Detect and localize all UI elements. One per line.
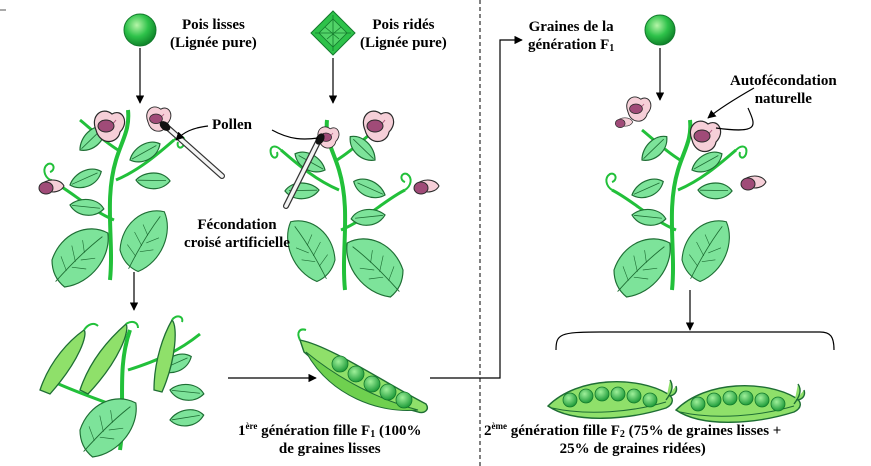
arrow-f1-to-seeds <box>430 35 523 379</box>
f1-plant <box>606 96 767 297</box>
cross-fertilization-label: Fécondation croisé artificielle <box>184 217 290 251</box>
self-fertilization-label: Autofécondation naturelle <box>730 73 837 107</box>
smooth-parent-plant <box>38 106 184 287</box>
f1-open-pod <box>297 328 428 414</box>
f1-seed-icon <box>644 14 676 46</box>
wrinkled-pea-label: Pois ridés (Lignée pure) <box>360 17 447 51</box>
f2-pod-2 <box>675 383 806 423</box>
f2-brace <box>555 331 835 351</box>
f1-generation-label: 1ère génération fille F1 (100% de graine… <box>238 421 422 458</box>
pollen-label: Pollen <box>212 117 252 133</box>
wrinkled-parent-plant <box>271 110 440 297</box>
smooth-pea-label: Pois lisses (Lignée pure) <box>170 17 257 51</box>
f2-pod-1 <box>547 379 678 419</box>
f1-seeds-label: Graines de la génération F1 <box>528 19 615 54</box>
f2-generation-label: 2ème génération fille F2 (75% de graines… <box>484 421 782 458</box>
f1-pod-plant <box>39 315 206 458</box>
wrinkled-pea-icon <box>310 10 356 56</box>
smooth-pea-icon <box>123 13 157 47</box>
pollen-brush-right <box>283 133 325 209</box>
